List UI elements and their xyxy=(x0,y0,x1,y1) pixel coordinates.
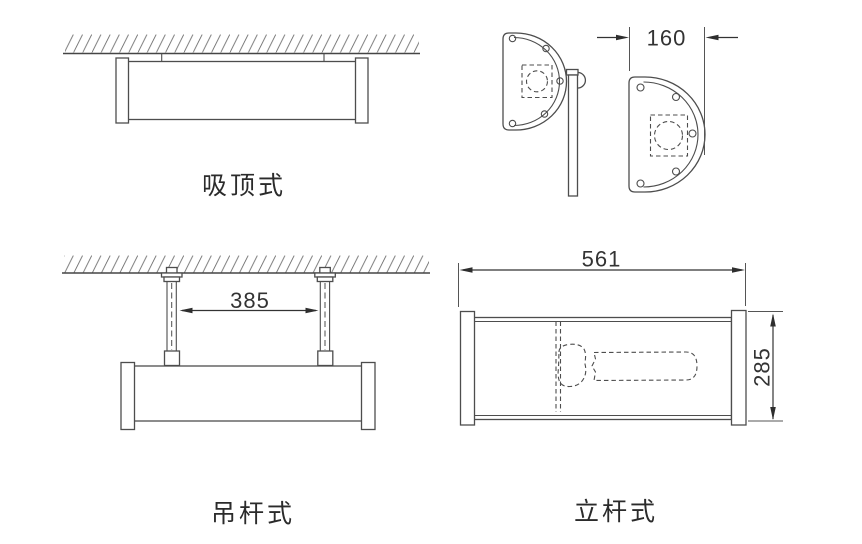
arrowhead-left-icon xyxy=(705,34,719,41)
dimension-385: 385 xyxy=(179,288,319,314)
end-cap-left xyxy=(115,57,130,124)
arrowhead-up-icon xyxy=(770,313,776,327)
mount-hole-pattern xyxy=(649,114,689,157)
screw-hole xyxy=(508,119,517,128)
rod-sides xyxy=(319,281,331,351)
screw-hole xyxy=(542,44,550,53)
arrowhead-left-icon xyxy=(459,267,473,273)
mount-hole-circle xyxy=(653,120,684,151)
mount-hole-circle xyxy=(525,70,549,93)
dimension-285: 285 xyxy=(748,311,783,422)
arrowhead-left-icon xyxy=(179,307,193,314)
end-views: 160 xyxy=(502,26,738,197)
end-housing-side xyxy=(502,32,587,197)
dimension-value: 385 xyxy=(230,288,270,313)
support-pole xyxy=(567,74,579,197)
arrowhead-right-icon xyxy=(305,307,319,314)
rod-canopy-block xyxy=(316,276,334,283)
end-cap-right xyxy=(354,57,369,124)
housing-outline xyxy=(628,76,706,193)
end-cap-right xyxy=(360,361,376,431)
dimension-561: 561 xyxy=(458,247,746,307)
end-housing-front xyxy=(628,76,706,193)
rod-mount-label: 吊杆式 xyxy=(211,500,295,528)
dimension-value: 285 xyxy=(750,347,775,387)
arrowhead-down-icon xyxy=(770,407,776,420)
rod-sides xyxy=(166,281,177,351)
pole-hidden-lines xyxy=(555,321,562,412)
housing-inner-arc xyxy=(513,36,561,127)
ceiling-hatch xyxy=(64,255,429,273)
rod-canopy-block xyxy=(163,276,181,283)
arrowhead-right-icon xyxy=(616,34,629,41)
end-cap-left xyxy=(459,310,476,426)
screw-hole xyxy=(671,92,681,102)
pole-bracket xyxy=(565,68,579,76)
end-cap-right xyxy=(730,309,747,426)
end-cap-left xyxy=(120,361,136,431)
arrowhead-right-icon xyxy=(732,267,745,273)
screw-hole xyxy=(556,77,564,85)
hanging-rod-left xyxy=(160,266,183,367)
ceiling-hatch xyxy=(65,34,419,54)
dimension-value: 160 xyxy=(647,26,687,51)
rod-mount-view: 385 吊杆式 xyxy=(62,255,430,528)
housing-inner-arc xyxy=(643,81,699,188)
fixture-body xyxy=(127,60,357,121)
screw-hole xyxy=(636,83,645,92)
screw-hole xyxy=(508,34,517,43)
rod-anchor xyxy=(319,266,331,274)
housing-outline xyxy=(502,32,568,131)
pole-mount-view: 561 285 立杆式 xyxy=(458,247,783,526)
rod-coupler xyxy=(163,350,181,367)
fixture-body xyxy=(133,365,363,422)
ceiling-mount-label: 吸顶式 xyxy=(202,172,286,200)
pole-mount-label: 立杆式 xyxy=(574,498,658,526)
fixture-edge-lines xyxy=(474,320,732,417)
fixture-body xyxy=(473,316,733,421)
mount-hole-pattern xyxy=(521,64,553,99)
dimension-160: 160 xyxy=(597,26,738,155)
screw-hole xyxy=(540,110,549,118)
rod-anchor xyxy=(165,266,178,274)
clamp-arm-hidden xyxy=(591,351,698,382)
screw-hole xyxy=(671,167,681,176)
dimension-value: 561 xyxy=(582,247,622,272)
hanging-rod-right xyxy=(314,266,336,367)
rod-coupler xyxy=(317,350,334,367)
screw-hole xyxy=(636,179,645,188)
ceiling-mount-view: 吸顶式 xyxy=(63,34,420,200)
pole-clamp-hidden xyxy=(557,343,587,388)
screw-hole xyxy=(688,129,697,138)
